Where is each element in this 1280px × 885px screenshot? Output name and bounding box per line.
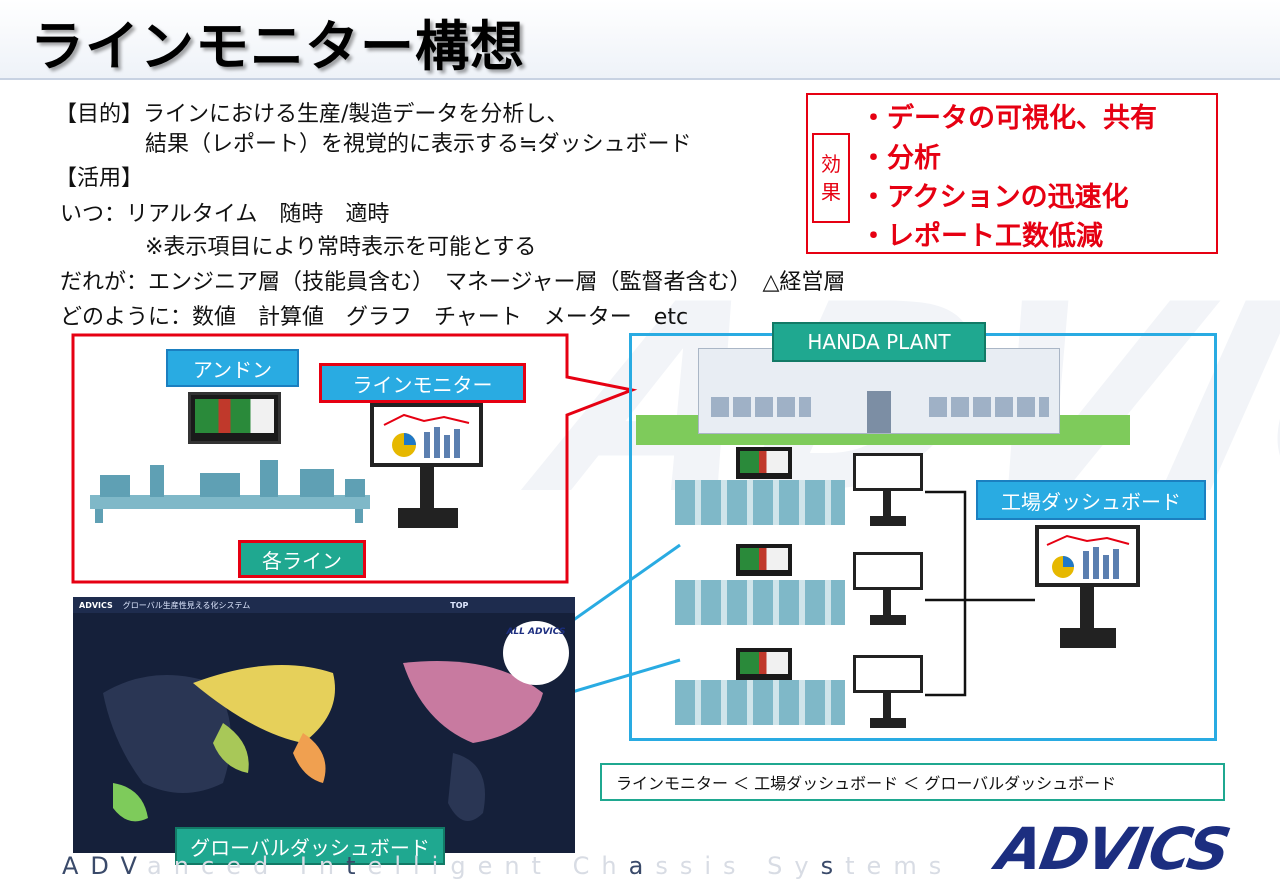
monitor-stand-base	[398, 508, 458, 528]
footer-tagline: ADVanced Intelligent Chassis Systems	[62, 852, 954, 880]
dashboard-header-title: グローバル生産性見える化システム	[122, 600, 251, 610]
effect-item-4: ・レポート工数低減	[860, 221, 1103, 252]
plant-building-image	[698, 348, 1060, 434]
purpose-line-1: 【目的】ラインにおける生産/製造データを分析し、	[55, 102, 569, 127]
effect-item-3: ・アクションの迅速化	[860, 182, 1129, 213]
line-monitor-label: ラインモニター	[319, 363, 526, 403]
dashboard-header: ADVICS グローバル生産性見える化システム TOP	[73, 597, 575, 613]
usage-how: どのように：数値 計算値 グラフ チャート メーター etc	[60, 305, 689, 330]
advics-logo: ADVICS	[992, 815, 1234, 883]
andon-board-row-2	[736, 544, 792, 576]
effect-item-2: ・分析	[860, 143, 941, 174]
comparison-box: ラインモニター ＜ 工場ダッシュボード ＜ グローバルダッシュボード	[600, 763, 1225, 801]
monitor-pole-row-1	[883, 491, 891, 521]
line-monitor-row-2	[853, 552, 923, 590]
monitor-stand-pole	[420, 467, 434, 512]
factory-dashboard-monitor	[1035, 525, 1140, 587]
all-advics-badge-text: ALL ADVICS	[506, 627, 566, 637]
usage-who: だれが：エンジニア層（技能員含む） マネージャー層（監督者含む） △経営層	[60, 270, 846, 295]
factory-monitor-pole	[1080, 587, 1094, 632]
line-monitor-row-3	[853, 655, 923, 693]
monitor-pole-row-2	[883, 590, 891, 620]
purpose-line-2: 結果（レポート）を視覚的に表示する≒ダッシュボード	[145, 132, 692, 157]
effects-box	[806, 93, 1218, 254]
usage-when: いつ：リアルタイム 随時 適時	[60, 202, 390, 227]
bracket-monitors	[925, 490, 967, 697]
monitor-pole-row-3	[883, 693, 891, 723]
andon-label: アンドン	[166, 349, 299, 387]
effects-tag-char-2: 果	[821, 180, 841, 204]
monitor-base-row-1	[870, 516, 906, 526]
world-map-image	[73, 613, 575, 853]
production-line-row-3	[675, 680, 845, 725]
andon-board-image	[188, 392, 281, 444]
line-monitor-row-1	[853, 453, 923, 491]
factory-monitor-base	[1060, 628, 1116, 648]
andon-board-row-1	[736, 447, 792, 479]
global-dashboard-label: グローバルダッシュボード	[175, 827, 445, 865]
production-line-image	[90, 455, 370, 525]
monitor-base-row-2	[870, 615, 906, 625]
line-monitor-image	[370, 403, 483, 467]
all-advics-badge: ALL ADVICS	[503, 621, 569, 685]
andon-board-row-3	[736, 648, 792, 680]
effect-item-1: ・データの可視化、共有	[860, 103, 1157, 134]
page-title: ラインモニター構想	[30, 15, 525, 78]
effects-tag: 効 果	[812, 133, 850, 223]
production-line-row-2	[675, 580, 845, 625]
factory-dashboard-label: 工場ダッシュボード	[976, 480, 1206, 520]
production-line-row-1	[675, 480, 845, 525]
handa-plant-label: HANDA PLANT	[772, 322, 986, 362]
dashboard-logo: ADVICS	[79, 600, 113, 610]
each-line-label: 各ライン	[238, 540, 366, 578]
line-callout-outline	[71, 333, 638, 584]
dashboard-top-label: TOP	[450, 600, 469, 610]
effects-tag-char-1: 効	[821, 152, 841, 176]
title-bar	[0, 0, 1280, 80]
usage-when-note: ※表示項目により常時表示を可能とする	[145, 235, 537, 260]
global-dashboard-screen: ADVICS グローバル生産性見える化システム TOP ALL ADVICS	[73, 597, 575, 853]
usage-heading: 【活用】	[55, 166, 144, 191]
monitor-base-row-3	[870, 718, 906, 728]
